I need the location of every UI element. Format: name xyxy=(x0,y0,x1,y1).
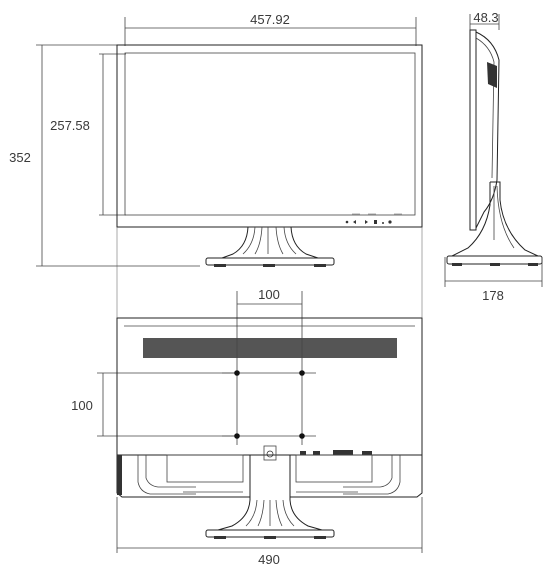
overall-height-label: 352 xyxy=(9,150,31,165)
overall-width-label: 490 xyxy=(258,552,280,567)
stand-depth-dimension: 178 xyxy=(444,257,543,303)
rear-stand xyxy=(205,455,335,539)
rear-monitor-body xyxy=(116,317,423,461)
screen-height-dimension: 257.58 xyxy=(50,53,126,216)
overall-width-dimension: 490 xyxy=(116,497,423,567)
side-depth-label: 48.3 xyxy=(473,10,498,25)
side-stand xyxy=(446,181,543,266)
side-depth-dimension: 48.3 xyxy=(469,10,500,30)
side-view: 48.3 178 xyxy=(444,10,543,303)
vesa-vertical-label: 100 xyxy=(71,398,93,413)
overall-height-dimension: 352 xyxy=(9,44,200,267)
vesa-vertical-dimension: 100 xyxy=(71,372,237,437)
side-monitor-body xyxy=(469,29,500,231)
stand-depth-label: 178 xyxy=(482,288,504,303)
projection-lines xyxy=(116,227,423,318)
vesa-horizontal-dimension: 100 xyxy=(236,287,303,320)
front-width-label: 457.92 xyxy=(250,12,290,27)
rear-view: 100 100 xyxy=(71,287,423,567)
front-width-dimension: 457.92 xyxy=(124,12,417,46)
front-monitor-body xyxy=(116,44,423,228)
front-control-buttons xyxy=(345,213,402,224)
rear-ports xyxy=(263,445,372,461)
front-view: 457.92 352 257.58 xyxy=(9,12,423,267)
rear-lower-housing xyxy=(116,454,423,498)
vesa-mount xyxy=(222,320,316,445)
screen-height-label: 257.58 xyxy=(50,118,90,133)
front-stand xyxy=(205,226,335,267)
rear-vent xyxy=(143,338,397,358)
vesa-horizontal-label: 100 xyxy=(258,287,280,302)
